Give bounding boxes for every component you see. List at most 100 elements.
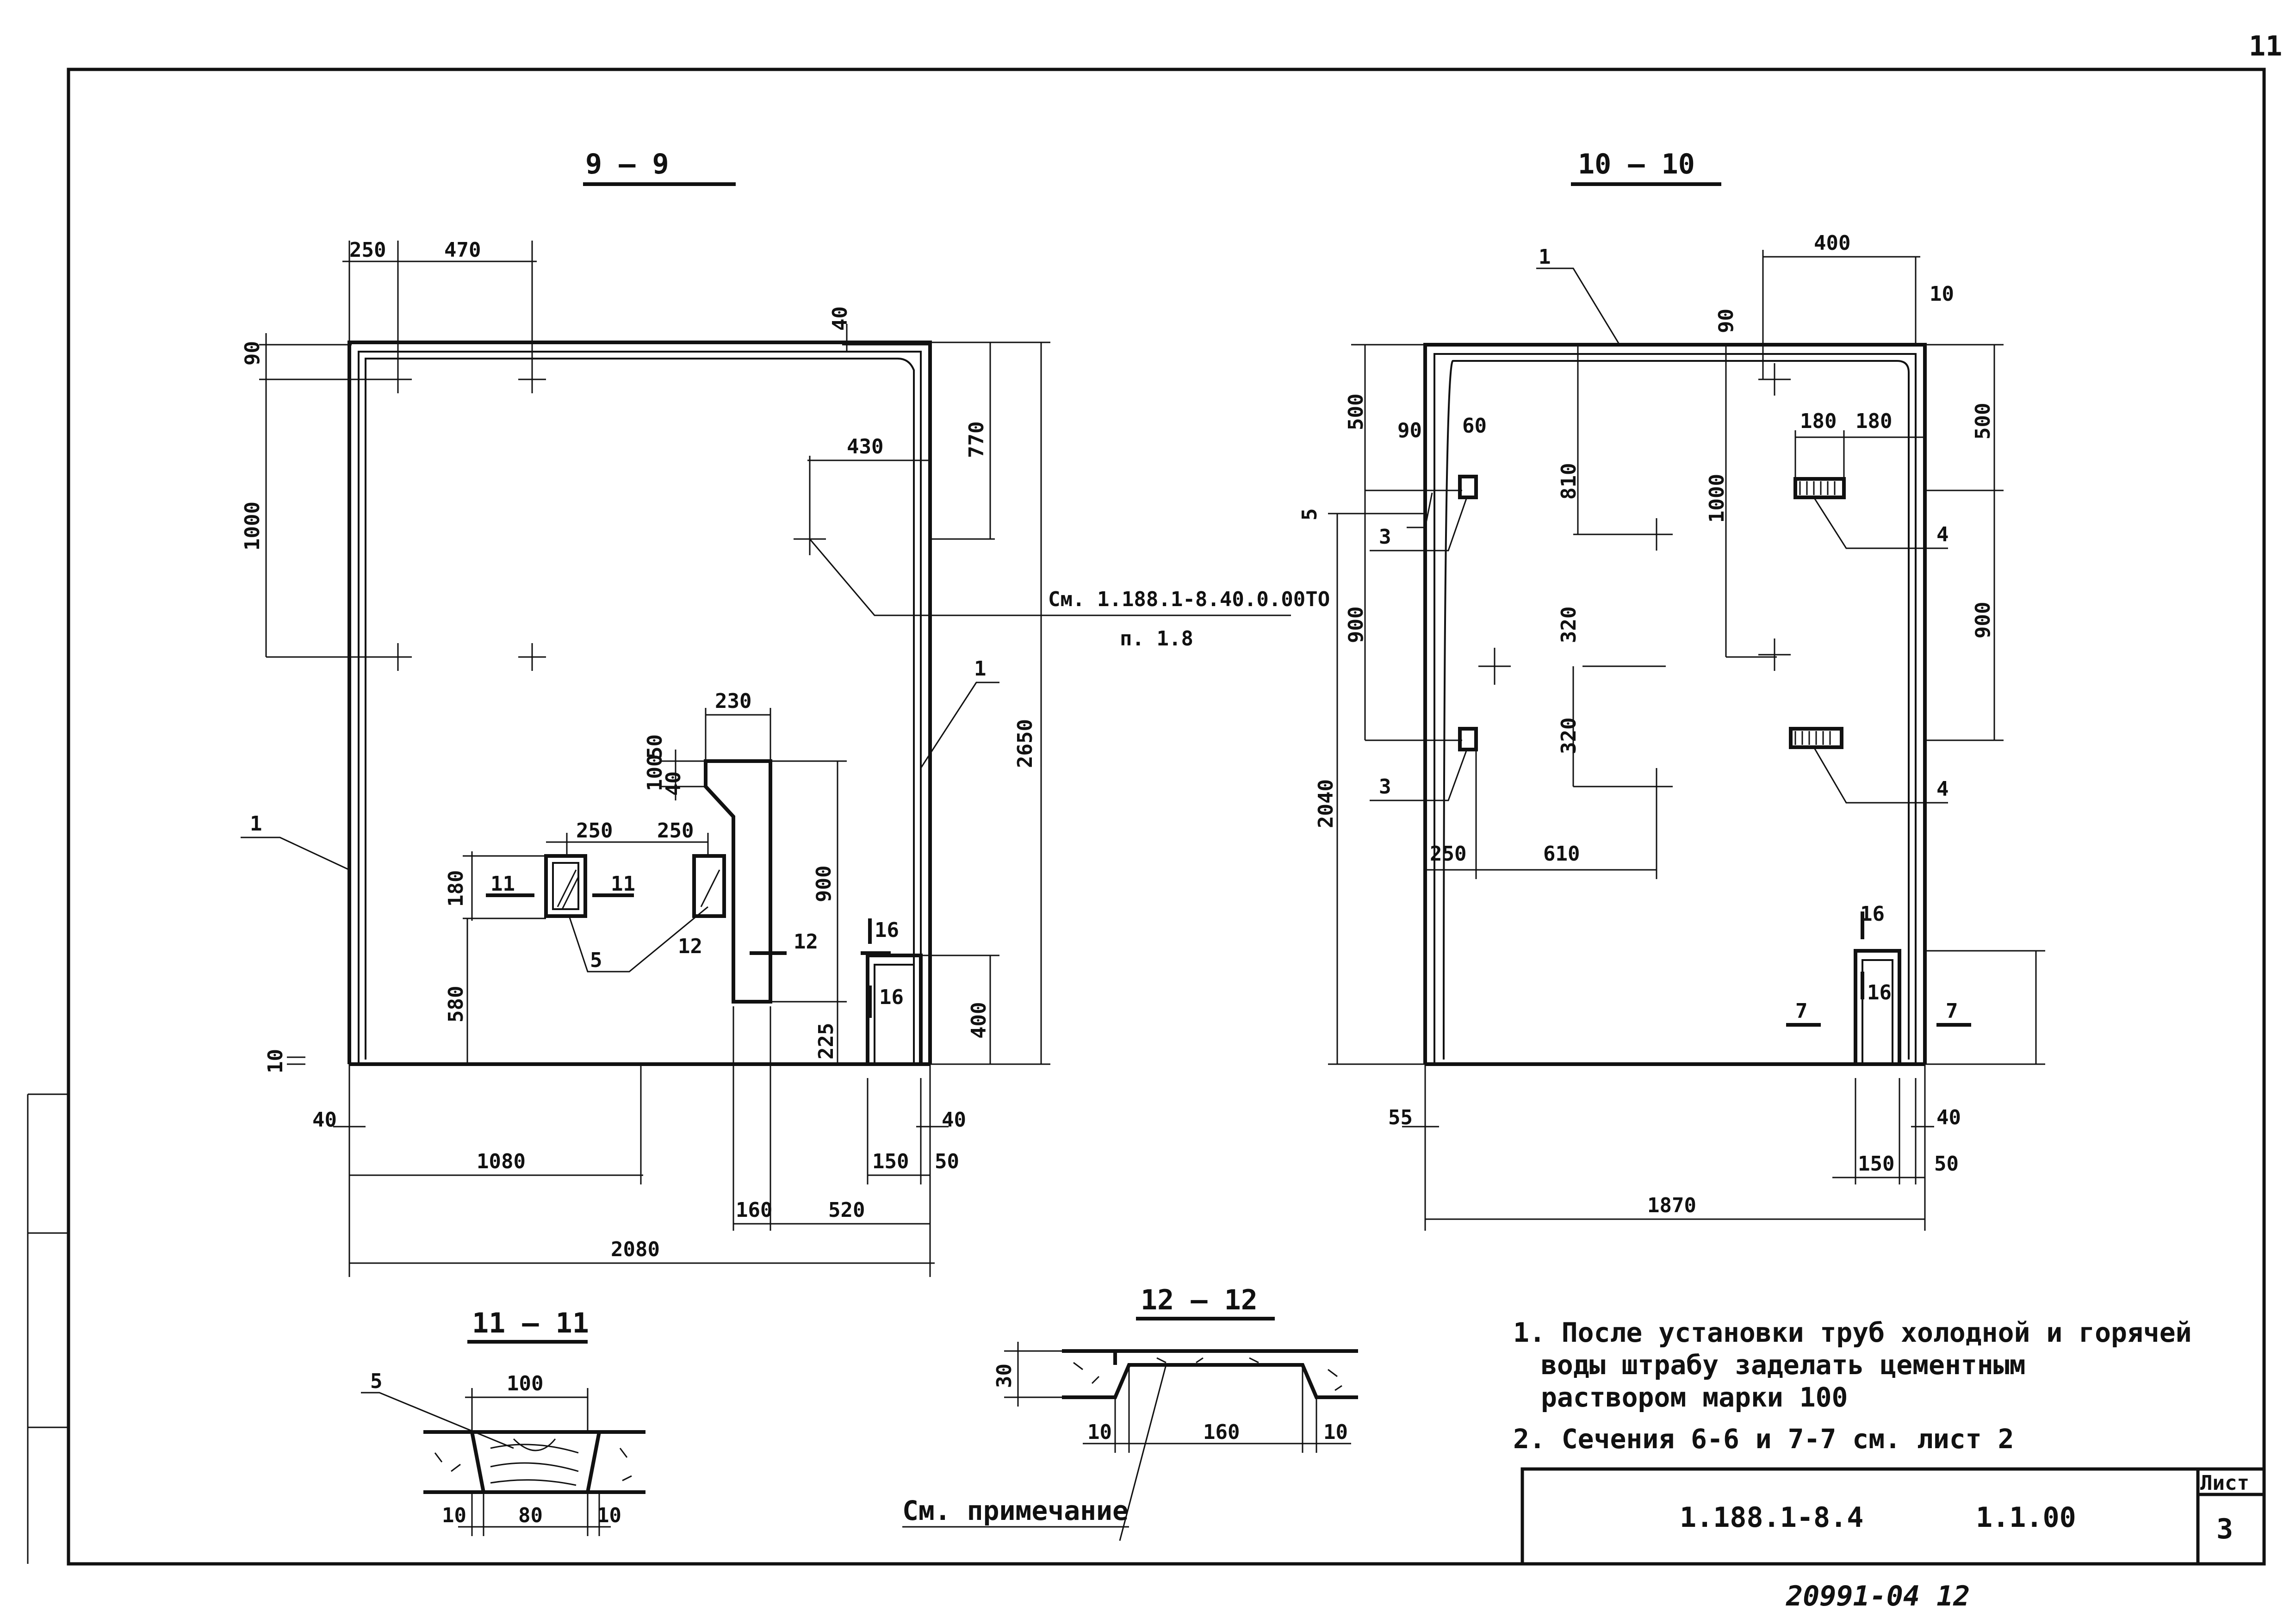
dim-230: 230 [715,689,751,713]
section-12-title: 12 — 12 [1141,1284,1258,1316]
dim-250-b: 250 [657,819,694,843]
callout-3-bottom: 3 [1379,775,1391,799]
dim-lines-10 [1328,250,2045,1231]
dim-810: 810 [1557,463,1581,500]
dim-150-10: 150 [1858,1152,1894,1176]
mark-16-top-10: 16 [1860,902,1885,926]
section-10-title: 10 — 10 [1578,148,1695,180]
embed-points-10 [1478,363,1791,805]
dim-900: 900 [812,866,836,902]
section-9-title: 9 — 9 [585,148,669,180]
dim-90-small: 90 [1397,419,1422,442]
dim-55: 55 [1388,1106,1413,1129]
dim-10-left-11: 10 [442,1504,466,1527]
dim-10-10: 10 [1930,282,1954,306]
sheet-number: 3 [2216,1513,2233,1545]
panel-9-outline [348,341,932,1066]
dim-770: 770 [965,421,988,458]
note-1-line-1: 1. После установки труб холодной и горяч… [1513,1317,2192,1348]
notes-block: 1. После установки труб холодной и горяч… [1513,1317,2192,1455]
dim-180: 180 [444,870,468,907]
mark-16-box-10: 16 [1867,981,1892,1004]
page-number: 11 [2249,30,2282,62]
dim-2040: 2040 [1314,779,1338,828]
sheet-frame [67,68,2266,1566]
note-2: 2. Сечения 6-6 и 7-7 см. лист 2 [1513,1423,2014,1455]
door-opening-9 [866,954,923,1064]
embed-points-9 [384,366,826,671]
dim-5: 5 [1298,508,1322,521]
section-11-11: 11 — 11 5 100 10 80 10 [361,1307,645,1536]
dim-50-10: 50 [1934,1152,1959,1176]
dim-40-10: 40 [1936,1106,1961,1129]
dim-50: 50 [643,734,667,759]
cut-7-left: 7 [1795,999,1808,1023]
dim-60: 60 [1462,414,1487,438]
mark-16-top: 16 [875,918,899,942]
cut-marks-10 [1786,911,1971,1027]
dim-250-a: 250 [576,819,613,843]
dim-50-br: 50 [935,1150,959,1173]
dim-520: 520 [828,1198,865,1222]
dim-10: 10 [264,1049,287,1073]
pipe-sleeves-10 [1458,475,1846,751]
section-9-9: 9 — 9 [241,148,1330,1277]
dim-40-mid: 40 [662,771,685,796]
dim-180-a: 180 [1800,409,1837,433]
dim-1870: 1870 [1647,1194,1696,1217]
door-opening-10 [1854,949,1901,1064]
callout-1-right: 1 [974,657,987,681]
dim-900-left: 900 [1344,607,1368,643]
dim-400-10: 400 [1814,231,1850,255]
note-1-line-3: раствором марки 100 [1541,1382,1848,1413]
dim-10-right-11: 10 [597,1504,621,1527]
panel-10-outline [1423,343,1927,1066]
dim-90-10: 90 [1714,309,1738,333]
cut-11-right: 11 [611,872,635,896]
dim-400: 400 [967,1002,991,1039]
doc-code: 1.188.1-8.4 [1680,1501,1863,1534]
callout-1-10: 1 [1539,245,1551,269]
cut-11-left: 11 [490,872,515,896]
dim-1000-left: 1000 [241,502,264,551]
section-12-12: 12 — 12 30 10 160 10 См. примечание [902,1284,1358,1541]
dim-90-left: 90 [241,341,264,366]
archive-number: 20991-04 12 [1786,1580,1970,1612]
dim-580: 580 [444,986,468,1023]
section-11-title: 11 — 11 [472,1307,589,1339]
dim-30-12: 30 [993,1364,1016,1388]
dim-900-right: 900 [1971,602,1995,638]
dim-250-10: 250 [1430,842,1466,866]
callout-4-bottom: 4 [1936,777,1949,801]
note-ref-12: См. примечание [902,1495,1129,1526]
dim-10-left-12: 10 [1087,1420,1112,1444]
cut-marks-9 [486,893,891,1018]
dim-250-top: 250 [349,238,386,262]
dim-430: 430 [847,435,883,459]
callout-3-top: 3 [1379,525,1391,549]
dim-lines-9 [259,241,1050,1277]
dim-1080: 1080 [477,1150,526,1173]
dim-40-br: 40 [942,1108,966,1132]
dim-80-11: 80 [518,1504,543,1527]
callout-5: 5 [590,948,602,972]
leaders-9 [241,539,1291,973]
dim-150: 150 [872,1150,909,1173]
dim-100: 100 [643,755,667,791]
leaders-10 [1370,267,1948,804]
dim-470: 470 [444,238,481,262]
dim-100-11: 100 [507,1372,543,1395]
reference-text-1: См. 1.188.1-8.40.0.00ТО [1048,588,1330,611]
dim-40-top: 40 [828,306,852,331]
callout-5-11: 5 [370,1370,383,1393]
dim-2080: 2080 [611,1238,660,1261]
cut-7-right: 7 [1946,999,1958,1023]
dim-40-bl: 40 [312,1108,337,1132]
dim-160: 160 [736,1198,772,1222]
mark-16-box: 16 [879,986,904,1009]
sheet-label: Лист [2200,1471,2249,1495]
binding-strip [27,1093,68,1564]
socket-boxes-9 [544,854,726,918]
dim-1000-10: 1000 [1705,474,1729,523]
callout-1-left: 1 [250,812,262,836]
